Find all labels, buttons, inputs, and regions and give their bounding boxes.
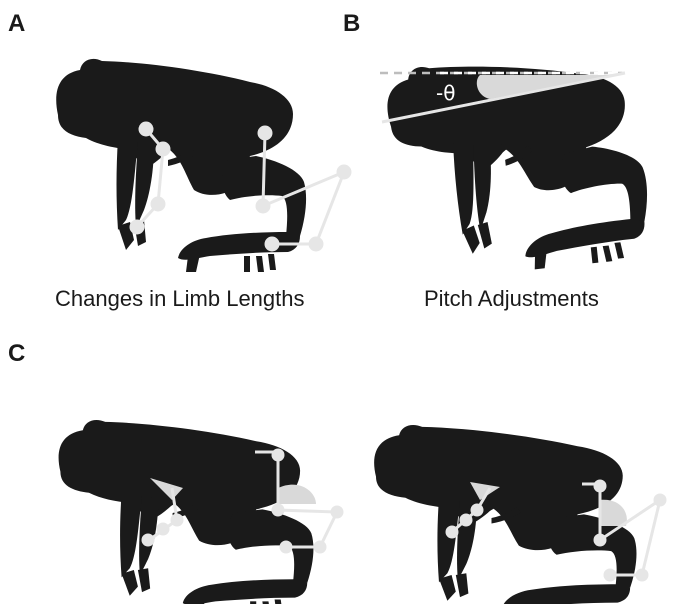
frog-silhouette-c-right [374, 425, 636, 604]
angle-label: -θ [436, 81, 455, 105]
